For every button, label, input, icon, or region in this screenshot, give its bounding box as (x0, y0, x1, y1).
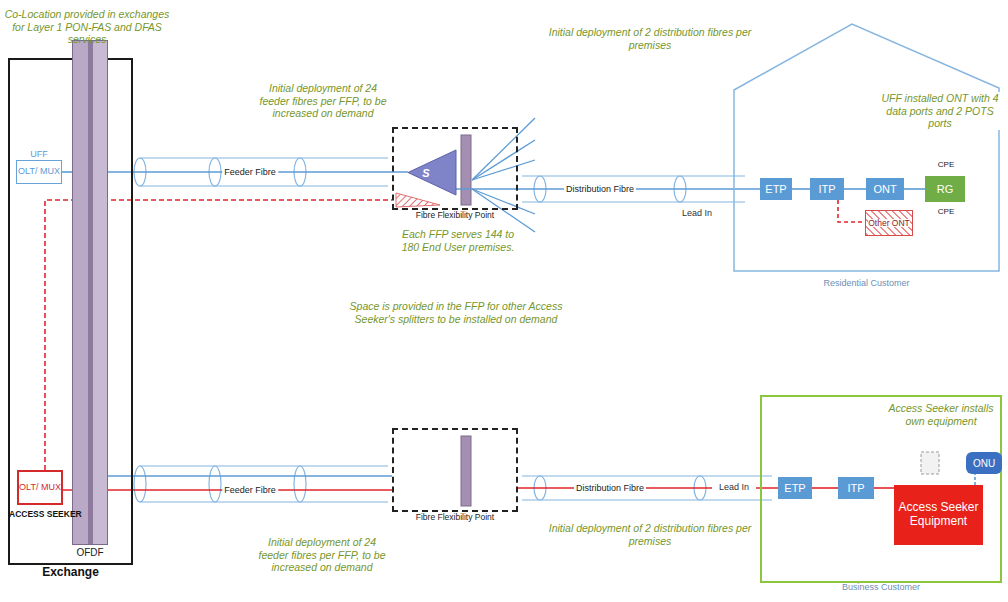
olt-box: UFFOLT/ MUX (16, 160, 62, 184)
patch-panel (461, 135, 471, 205)
node-text: OLT/ MUX (18, 167, 60, 176)
ont-box: ONT (866, 178, 904, 200)
house-line (734, 24, 999, 271)
node-text: Residential Customer (673, 278, 1008, 288)
fibre-connector (812, 487, 838, 489)
fibre-connector (838, 200, 865, 222)
node-text: ETP (765, 183, 786, 195)
splitter-shape (408, 150, 456, 195)
fibre-connector (108, 475, 392, 477)
annotation: Each FFP serves 144 to 180 End User prem… (395, 228, 521, 253)
node-text: Fibre Flexibility Point (334, 210, 576, 220)
house-outline: Residential CustomerETPITPONTOther ONTRG (733, 22, 1000, 272)
node-text: RG (937, 183, 954, 195)
termination-box: ETP (760, 178, 792, 200)
node-text: ITP (818, 183, 835, 195)
node-text: Exchange (0, 565, 191, 579)
node-text: ONT (873, 183, 896, 195)
connector-label: Feeder Fibre (222, 167, 278, 177)
annotation: UFF installed ONT with 4 data ports and … (880, 92, 1000, 130)
connector-label: Distribution Fibre (574, 483, 646, 493)
fibre-connector (844, 188, 866, 190)
annotation: Space is provided in the FFP for other A… (340, 300, 572, 325)
hatched-splitter-space (396, 193, 440, 207)
exchange-box: ExchangeUFFOLT/ MUXOFDFOLT/ MUXACCESS SE… (8, 58, 133, 565)
termination-box: ITP (838, 477, 874, 499)
annotation: Lead In (712, 482, 756, 492)
flexibility-point: Fibre Flexibility Point (392, 428, 518, 512)
node-text: ETP (784, 482, 805, 494)
onu-box: ONU (966, 452, 1002, 474)
node-text: OFDF (13, 547, 167, 558)
annotation: Initial deployment of 24 feeder fibres p… (252, 536, 392, 574)
termination-box: ITP (810, 178, 844, 200)
patch-panel (461, 436, 471, 506)
termination-box: ETP (778, 477, 812, 499)
fibre-connector (62, 171, 72, 173)
node-text: Other ONT (868, 219, 910, 228)
annotation: Co-Location provided in exchanges for La… (4, 8, 170, 46)
connector-label: Feeder Fibre (222, 485, 278, 495)
fibre-frame: OFDF (72, 40, 108, 545)
equipment-outline (921, 452, 939, 474)
node-text: S (422, 167, 429, 179)
connector-label: Distribution Fibre (564, 184, 636, 194)
fibre-connector (974, 474, 976, 485)
annotation: Initial deployment of 2 distribution fib… (530, 26, 770, 51)
splitter: S (408, 150, 456, 195)
node-text: ACCESS SEEKER (9, 509, 101, 519)
equipment-box: Access Seeker Equipment (894, 485, 983, 545)
node-text: Fibre Flexibility Point (334, 512, 576, 522)
gateway-box: RG (925, 176, 965, 202)
other-ont-box: Other ONT (865, 210, 913, 236)
annotation: CPE (925, 160, 967, 169)
node-text: Access Seeker Equipment (894, 501, 983, 529)
fibre-connector (904, 188, 925, 190)
fibre-connector (874, 487, 894, 489)
node-text: ONU (973, 458, 995, 469)
olt-box: OLT/ MUXACCESS SEEKER (17, 470, 63, 505)
flexibility-point: Fibre Flexibility PointS (392, 127, 518, 210)
annotation: Initial deployment of 24 feeder fibres p… (255, 82, 391, 120)
annotation: Lead In (672, 208, 722, 218)
node-text: OLT/ MUX (19, 483, 61, 492)
annotation: CPE (925, 207, 967, 216)
node-text: Business Customer (702, 582, 1008, 592)
node-text: ITP (847, 482, 864, 494)
splitter-triangle (408, 150, 456, 195)
annotation: Initial deployment of 2 distribution fib… (530, 522, 770, 547)
annotation: Access Seeker installs own equipment (884, 402, 998, 427)
fibre-connector (792, 188, 810, 190)
